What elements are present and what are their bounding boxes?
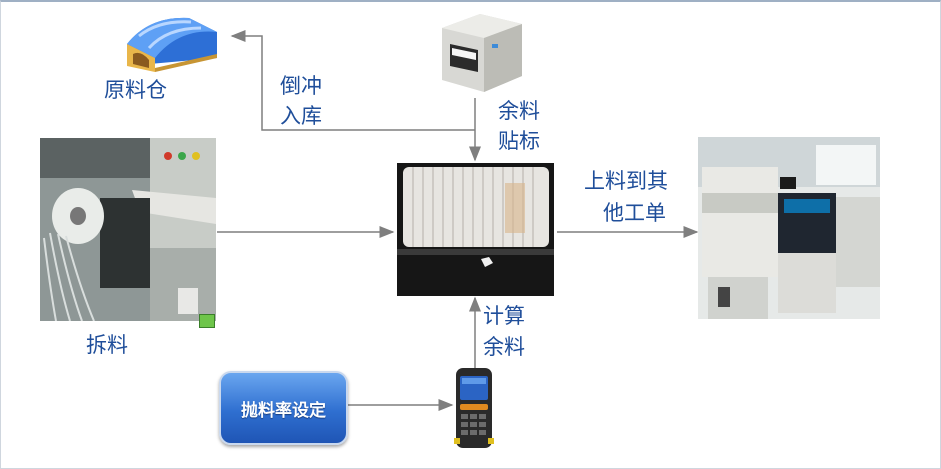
warehouse-label: 原料仓 — [104, 78, 167, 102]
reverse-in-label-2: 入库 — [280, 104, 322, 128]
scrap-rate-setting-button[interactable]: 抛料率设定 — [219, 371, 348, 445]
warehouse-icon — [119, 14, 225, 74]
handheld-terminal-icon — [452, 368, 496, 448]
reel-rack-photo — [397, 163, 554, 296]
smt-machine-photo — [698, 137, 880, 319]
calc-remain-label-2: 余料 — [483, 335, 525, 359]
to-other-order-label-1: 上料到其 — [584, 169, 668, 193]
arrow-to-warehouse — [230, 30, 475, 131]
remain-label-text-2: 贴标 — [498, 129, 540, 153]
label-printer-icon — [436, 10, 526, 96]
calc-remain-label-1: 计算 — [483, 304, 525, 328]
green-indicator-icon — [199, 314, 215, 328]
to-other-order-label-2: 他工单 — [603, 201, 666, 225]
remain-label-text-1: 余料 — [498, 99, 540, 123]
unload-label: 拆料 — [86, 333, 128, 357]
feeder-machine-photo — [40, 138, 216, 321]
reverse-in-label-1: 倒冲 — [280, 74, 322, 98]
